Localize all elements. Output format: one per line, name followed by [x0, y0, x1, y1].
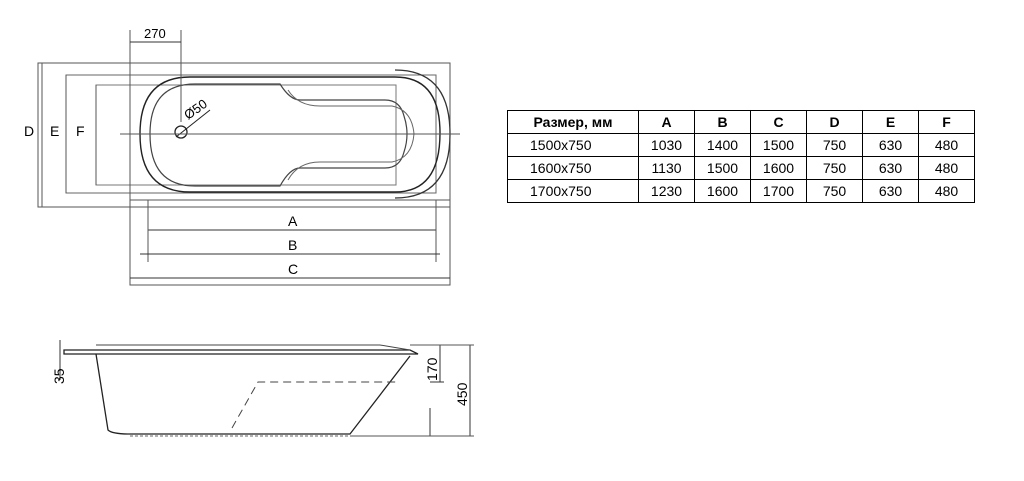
table-cell: 480 [918, 156, 975, 180]
label-drain: Ø50 [181, 96, 210, 122]
table-cell: 480 [918, 179, 975, 203]
table-cell: 480 [918, 133, 975, 157]
table-header-row: Размер, мм A B C D E F [507, 110, 975, 134]
table-header: B [694, 110, 751, 134]
size-table: Размер, мм A B C D E F 1500x750 1030 140… [507, 110, 975, 203]
rim-top [96, 344, 411, 351]
table-row: 1600x750 1130 1500 1600 750 630 480 [507, 156, 975, 180]
table-cell: 750 [806, 179, 863, 203]
table-cell: 1700 [750, 179, 807, 203]
tub-rim [139, 76, 441, 193]
label-b: B [288, 237, 297, 253]
label-c: C [288, 261, 298, 277]
table-cell: 630 [862, 133, 919, 157]
tub-basin [149, 83, 408, 187]
label-d: D [24, 123, 34, 139]
table-header: E [862, 110, 919, 134]
tub-body-side [95, 353, 411, 435]
table-cell: 1700x750 [507, 179, 639, 203]
table-cell: 1500x750 [507, 133, 639, 157]
table-cell: 1500 [694, 156, 751, 180]
tub-rim-side [63, 349, 419, 355]
inner-basin-dashed [231, 381, 400, 429]
outline-c-box [129, 199, 451, 286]
table-header: D [806, 110, 863, 134]
label-450: 450 [454, 382, 470, 406]
table-cell: 1600 [694, 179, 751, 203]
table-cell: 1230 [638, 179, 695, 203]
table-row: 1500x750 1030 1400 1500 750 630 480 [507, 133, 975, 157]
tub-armrest [287, 89, 415, 181]
table-row: 1700x750 1230 1600 1700 750 630 480 [507, 179, 975, 203]
table-header: Размер, мм [507, 110, 639, 134]
table-cell: 1600 [750, 156, 807, 180]
table-cell: 750 [806, 133, 863, 157]
drain-icon [174, 125, 188, 139]
label-35: 35 [51, 368, 67, 384]
table-cell: 1500 [750, 133, 807, 157]
table-cell: 1400 [694, 133, 751, 157]
plan-view [37, 30, 460, 286]
label-f: F [76, 123, 85, 139]
table-cell: 630 [862, 179, 919, 203]
table-header: A [638, 110, 695, 134]
label-a: A [288, 213, 298, 229]
label-170: 170 [424, 357, 440, 381]
table-cell: 1130 [638, 156, 695, 180]
drain-leader [175, 109, 211, 138]
side-view [59, 340, 474, 437]
table-cell: 630 [862, 156, 919, 180]
label-e: E [50, 123, 59, 139]
table-cell: 1600x750 [507, 156, 639, 180]
table-header: C [750, 110, 807, 134]
table-header: F [918, 110, 975, 134]
label-270: 270 [144, 26, 166, 41]
table-cell: 750 [806, 156, 863, 180]
table-cell: 1030 [638, 133, 695, 157]
